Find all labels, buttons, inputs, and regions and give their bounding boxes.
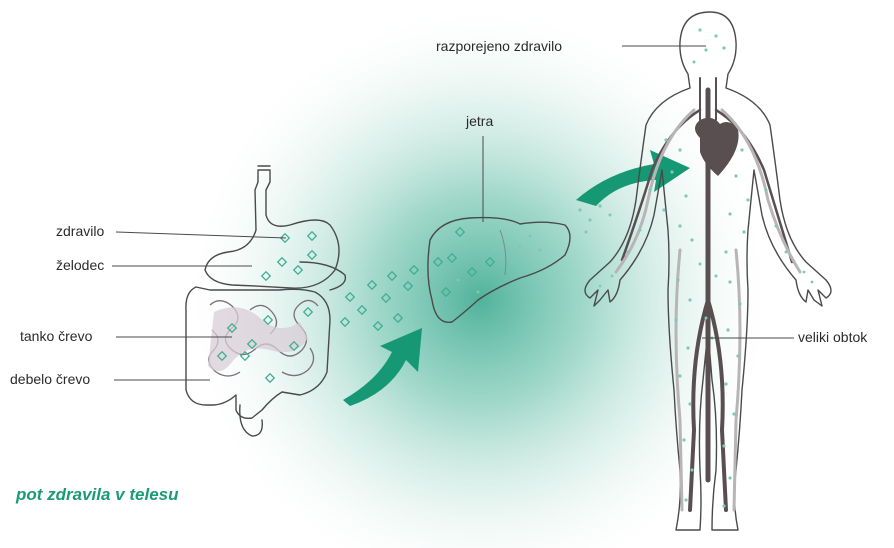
svg-text:veliki obtok: veliki obtok (798, 329, 868, 345)
diagram-caption: pot zdravila v telesu (16, 485, 179, 505)
svg-text:debelo črevo: debelo črevo (10, 371, 90, 387)
svg-text:zdravilo: zdravilo (56, 223, 104, 239)
svg-text:želodec: želodec (56, 257, 104, 273)
svg-text:tanko črevo: tanko črevo (20, 328, 93, 344)
svg-text:razporejeno zdravilo: razporejeno zdravilo (436, 38, 562, 54)
svg-text:jetra: jetra (465, 113, 493, 129)
